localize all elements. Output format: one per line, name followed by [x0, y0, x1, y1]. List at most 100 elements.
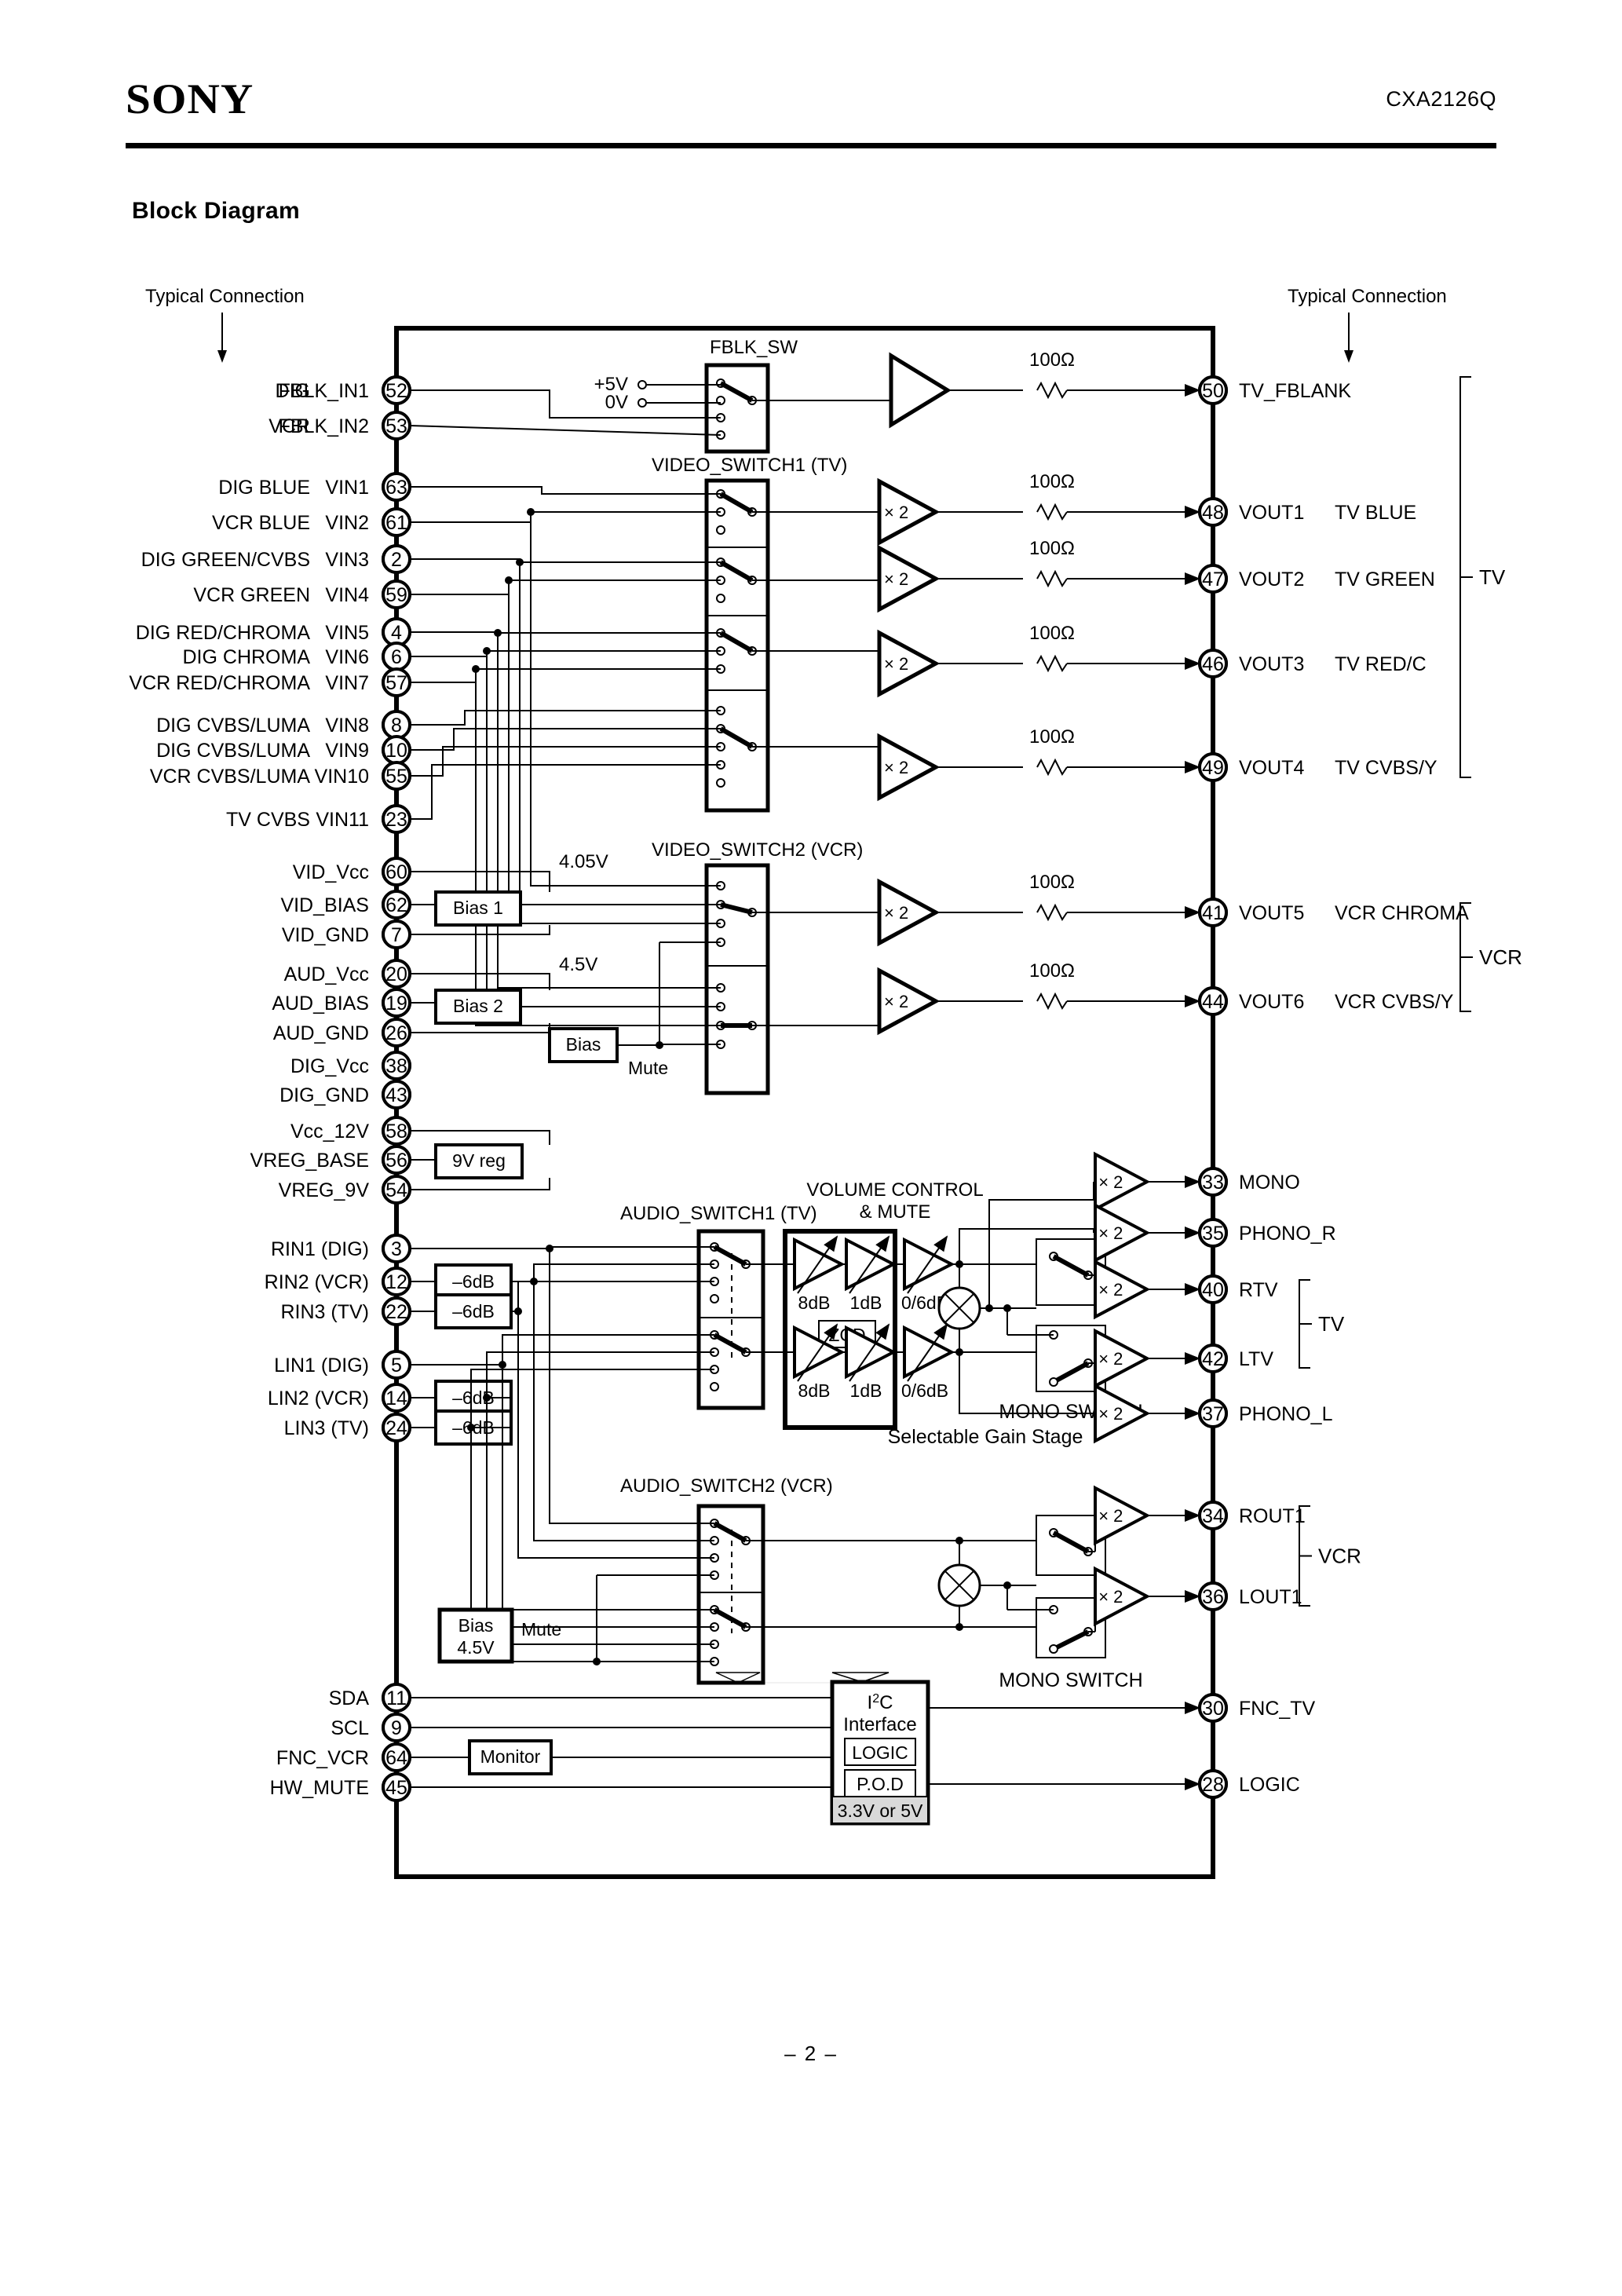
pin-number: 26 — [385, 1022, 407, 1044]
switch-blade[interactable] — [713, 1333, 747, 1355]
switch-blade[interactable] — [1052, 1361, 1090, 1384]
audio-input-routing — [410, 1246, 714, 1249]
audio-input-pin-name: RIN1 (DIG) — [271, 1238, 369, 1260]
power-pin[interactable] — [382, 1116, 411, 1146]
switch-blade[interactable] — [719, 381, 754, 403]
video-output-pin[interactable] — [1198, 986, 1228, 1016]
audio-switch2-block[interactable] — [696, 1504, 765, 1685]
power-pin[interactable] — [382, 1051, 411, 1080]
switch-terminal — [1049, 1644, 1058, 1654]
bias2-vcc-wire — [410, 973, 550, 990]
audio-input-pin[interactable] — [382, 1234, 411, 1263]
video-output-pin[interactable] — [1198, 649, 1228, 678]
audio-output-pin-name: LOUT1 — [1239, 1586, 1302, 1608]
bias2-block — [434, 989, 522, 1025]
video-input-pin[interactable] — [382, 544, 411, 574]
video-output-pin[interactable] — [1198, 752, 1228, 782]
i2c-control-link-icon — [831, 1672, 890, 1683]
pin-number: 38 — [385, 1055, 407, 1077]
video-input-signal-label: DIG — [276, 380, 310, 402]
power-pin[interactable] — [382, 857, 411, 887]
audio-output-pin[interactable] — [1198, 1344, 1228, 1373]
pin-number: 47 — [1202, 569, 1224, 590]
pin-number: 23 — [385, 809, 407, 831]
fblk-sw-block[interactable] — [704, 363, 770, 454]
audio-output-pin[interactable] — [1198, 1398, 1228, 1428]
power-pin[interactable] — [382, 1018, 411, 1047]
power-pin[interactable] — [382, 919, 411, 949]
pin-number: 60 — [385, 861, 407, 883]
video-input-pin[interactable] — [382, 507, 411, 537]
power-pin[interactable] — [382, 988, 411, 1018]
video-resistor — [1036, 758, 1068, 777]
control-pin[interactable] — [382, 1772, 411, 1802]
video-output-pin[interactable] — [1198, 375, 1228, 405]
power-pin[interactable] — [382, 890, 411, 919]
gain-arrow-icon — [849, 1235, 890, 1294]
audio-output-pin[interactable] — [1198, 1693, 1228, 1723]
video-input-pin[interactable] — [382, 472, 411, 502]
audio-output-pin[interactable] — [1198, 1581, 1228, 1611]
video-input-pin[interactable] — [382, 667, 411, 697]
audio-output-pin[interactable] — [1198, 1218, 1228, 1248]
video-input-pin[interactable] — [382, 375, 411, 405]
video-input-pin[interactable] — [382, 579, 411, 609]
audio-output-pin[interactable] — [1198, 1274, 1228, 1304]
power-pin[interactable] — [382, 1145, 411, 1175]
video-amp-x2 — [877, 967, 941, 1036]
fblk-buffer-amp — [889, 352, 952, 429]
control-pin[interactable] — [382, 1713, 411, 1742]
fblk-resistor-label: 100Ω — [1029, 349, 1075, 371]
video-switch1-block[interactable] — [704, 478, 770, 813]
power-pin[interactable] — [382, 959, 411, 989]
gain-0-6db-label-l: 0/6dB — [901, 1380, 948, 1401]
audio-switch2-control-link-icon — [715, 1672, 761, 1684]
switch-blade[interactable] — [1052, 1629, 1090, 1651]
video-resistor — [1036, 569, 1068, 588]
amplifier-gain-label: × 2 — [1098, 1280, 1123, 1300]
pin-number: 63 — [385, 477, 407, 499]
video-input-pin[interactable] — [382, 761, 411, 791]
video-input-pin[interactable] — [382, 804, 411, 834]
audio-output-pin[interactable] — [1198, 1769, 1228, 1799]
pin-number: 2 — [391, 549, 402, 571]
switch-blade[interactable] — [719, 560, 754, 583]
control-pin[interactable] — [382, 1683, 411, 1713]
control-pin-name: SDA — [329, 1687, 370, 1709]
switch-blade[interactable] — [720, 902, 753, 915]
sony-logo: SONY — [126, 75, 254, 122]
pin-number: 48 — [1202, 502, 1224, 524]
control-pin[interactable] — [382, 1742, 411, 1772]
typical-connection-right-label: Typical Connection — [1288, 286, 1447, 307]
fblk-resistor — [1036, 381, 1068, 400]
switch-blade[interactable] — [719, 492, 754, 514]
audio-input-pin[interactable] — [382, 1383, 411, 1413]
gain-8db-label-l: 8dB — [798, 1380, 831, 1401]
switch-blade[interactable] — [1052, 1254, 1090, 1278]
video-input-pin[interactable] — [382, 411, 411, 441]
amplifier-gain-label: × 2 — [1098, 1587, 1123, 1607]
pin-number: 20 — [385, 963, 407, 985]
power-pin[interactable] — [382, 1175, 411, 1205]
switch-blade[interactable] — [719, 631, 754, 653]
switch-blade[interactable] — [1052, 1530, 1090, 1554]
video-output-pin[interactable] — [1198, 564, 1228, 594]
video-output-pin[interactable] — [1198, 898, 1228, 927]
switch-blade[interactable] — [713, 1607, 747, 1629]
switch-blade[interactable] — [713, 1521, 747, 1543]
switch-blade[interactable] — [719, 726, 754, 749]
volume-control-title: VOLUME CONTROL — [806, 1179, 983, 1201]
video-input-pin-name: VIN3 — [325, 549, 369, 571]
audio-input-pin[interactable] — [382, 1267, 411, 1296]
video-output-pin[interactable] — [1198, 497, 1228, 527]
video-input-routing — [410, 764, 721, 820]
audio-output-pin[interactable] — [1198, 1167, 1228, 1197]
audio-output-pin[interactable] — [1198, 1501, 1228, 1530]
audio-input-pin[interactable] — [382, 1296, 411, 1326]
power-pin[interactable] — [382, 1080, 411, 1110]
audio-input-pin[interactable] — [382, 1350, 411, 1380]
audio-input-pin[interactable] — [382, 1413, 411, 1442]
video-switch2-block[interactable] — [704, 863, 770, 1095]
switch-blade[interactable] — [713, 1245, 747, 1267]
